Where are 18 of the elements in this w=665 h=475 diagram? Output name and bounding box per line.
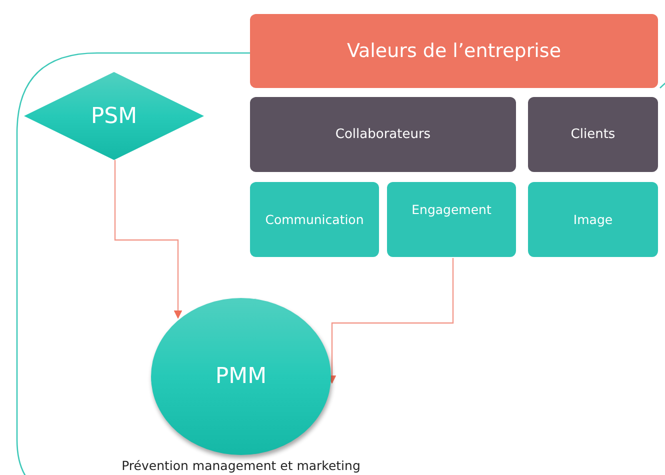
node-label: Clients bbox=[570, 127, 616, 142]
node-label: Valeurs de l’entreprise bbox=[346, 40, 562, 62]
decision-diamond bbox=[24, 72, 204, 160]
node-label: Engagement bbox=[412, 202, 492, 217]
value-box bbox=[528, 182, 658, 257]
category-box bbox=[250, 97, 516, 172]
value-box bbox=[250, 182, 379, 257]
value-banner bbox=[250, 14, 658, 88]
node-label: PMM bbox=[215, 364, 267, 389]
value-box bbox=[387, 182, 516, 257]
node-caption: Prévention management et marketing bbox=[122, 458, 360, 473]
node-label: PSM bbox=[90, 104, 138, 128]
arrow bbox=[114, 160, 182, 319]
node-label: Image bbox=[573, 212, 613, 227]
node-label: Communication bbox=[265, 212, 364, 227]
node-label: Collaborateurs bbox=[335, 127, 431, 142]
category-box bbox=[528, 97, 658, 172]
process-circle bbox=[151, 298, 331, 455]
